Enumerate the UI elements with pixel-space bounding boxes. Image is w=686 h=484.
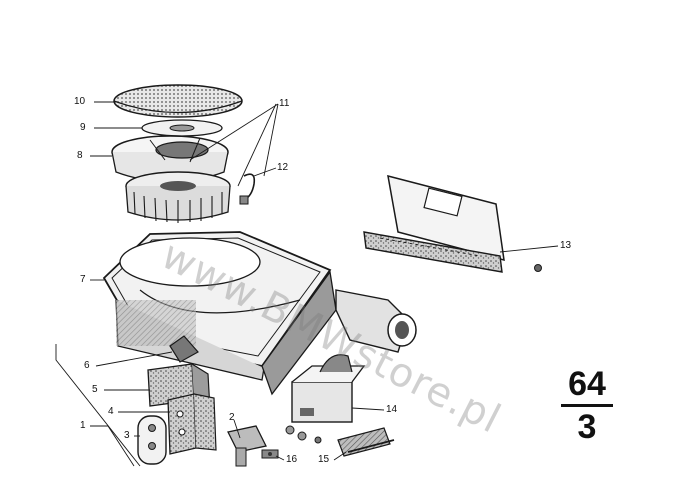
section-code-subgroup: 3 bbox=[577, 408, 597, 446]
section-code-group: 64 bbox=[568, 365, 606, 403]
leader-lines bbox=[55, 101, 559, 467]
part-7-heater-housing bbox=[102, 231, 337, 396]
callout-3: 3 bbox=[124, 430, 130, 441]
callout-11: 11 bbox=[279, 98, 290, 109]
callout-7: 7 bbox=[80, 274, 86, 285]
callout-13: 13 bbox=[560, 240, 572, 251]
callout-2: 2 bbox=[229, 412, 235, 423]
part-15-clips bbox=[314, 427, 395, 457]
callout-6: 6 bbox=[84, 360, 90, 371]
part-16-screws bbox=[261, 449, 279, 459]
callout-9: 9 bbox=[80, 122, 86, 133]
callout-4: 4 bbox=[108, 406, 114, 417]
part-4-gasket-plates bbox=[167, 393, 217, 455]
right-air-duct bbox=[335, 289, 417, 353]
part-2-bracket bbox=[227, 425, 307, 467]
part-14-lower-duct bbox=[291, 354, 366, 423]
part-13-control-bracket bbox=[363, 174, 542, 273]
callout-1: 1 bbox=[80, 420, 86, 431]
callout-10: 10 bbox=[74, 96, 86, 107]
part-3-cover-plate bbox=[137, 415, 167, 465]
callout-12: 12 bbox=[277, 162, 289, 173]
callout-16: 16 bbox=[286, 454, 298, 465]
section-code-divider bbox=[561, 404, 613, 407]
callout-8: 8 bbox=[77, 150, 83, 161]
callout-5: 5 bbox=[92, 384, 98, 395]
blower-fan-wheel bbox=[125, 171, 231, 223]
part-10-grille-cover bbox=[113, 84, 243, 118]
part-6-flap bbox=[169, 335, 199, 363]
part-9-seal-ring bbox=[141, 119, 223, 137]
part-12-clip bbox=[239, 173, 256, 205]
callout-15: 15 bbox=[318, 454, 330, 465]
section-code: 64 3 bbox=[552, 366, 622, 445]
callout-14: 14 bbox=[386, 404, 398, 415]
